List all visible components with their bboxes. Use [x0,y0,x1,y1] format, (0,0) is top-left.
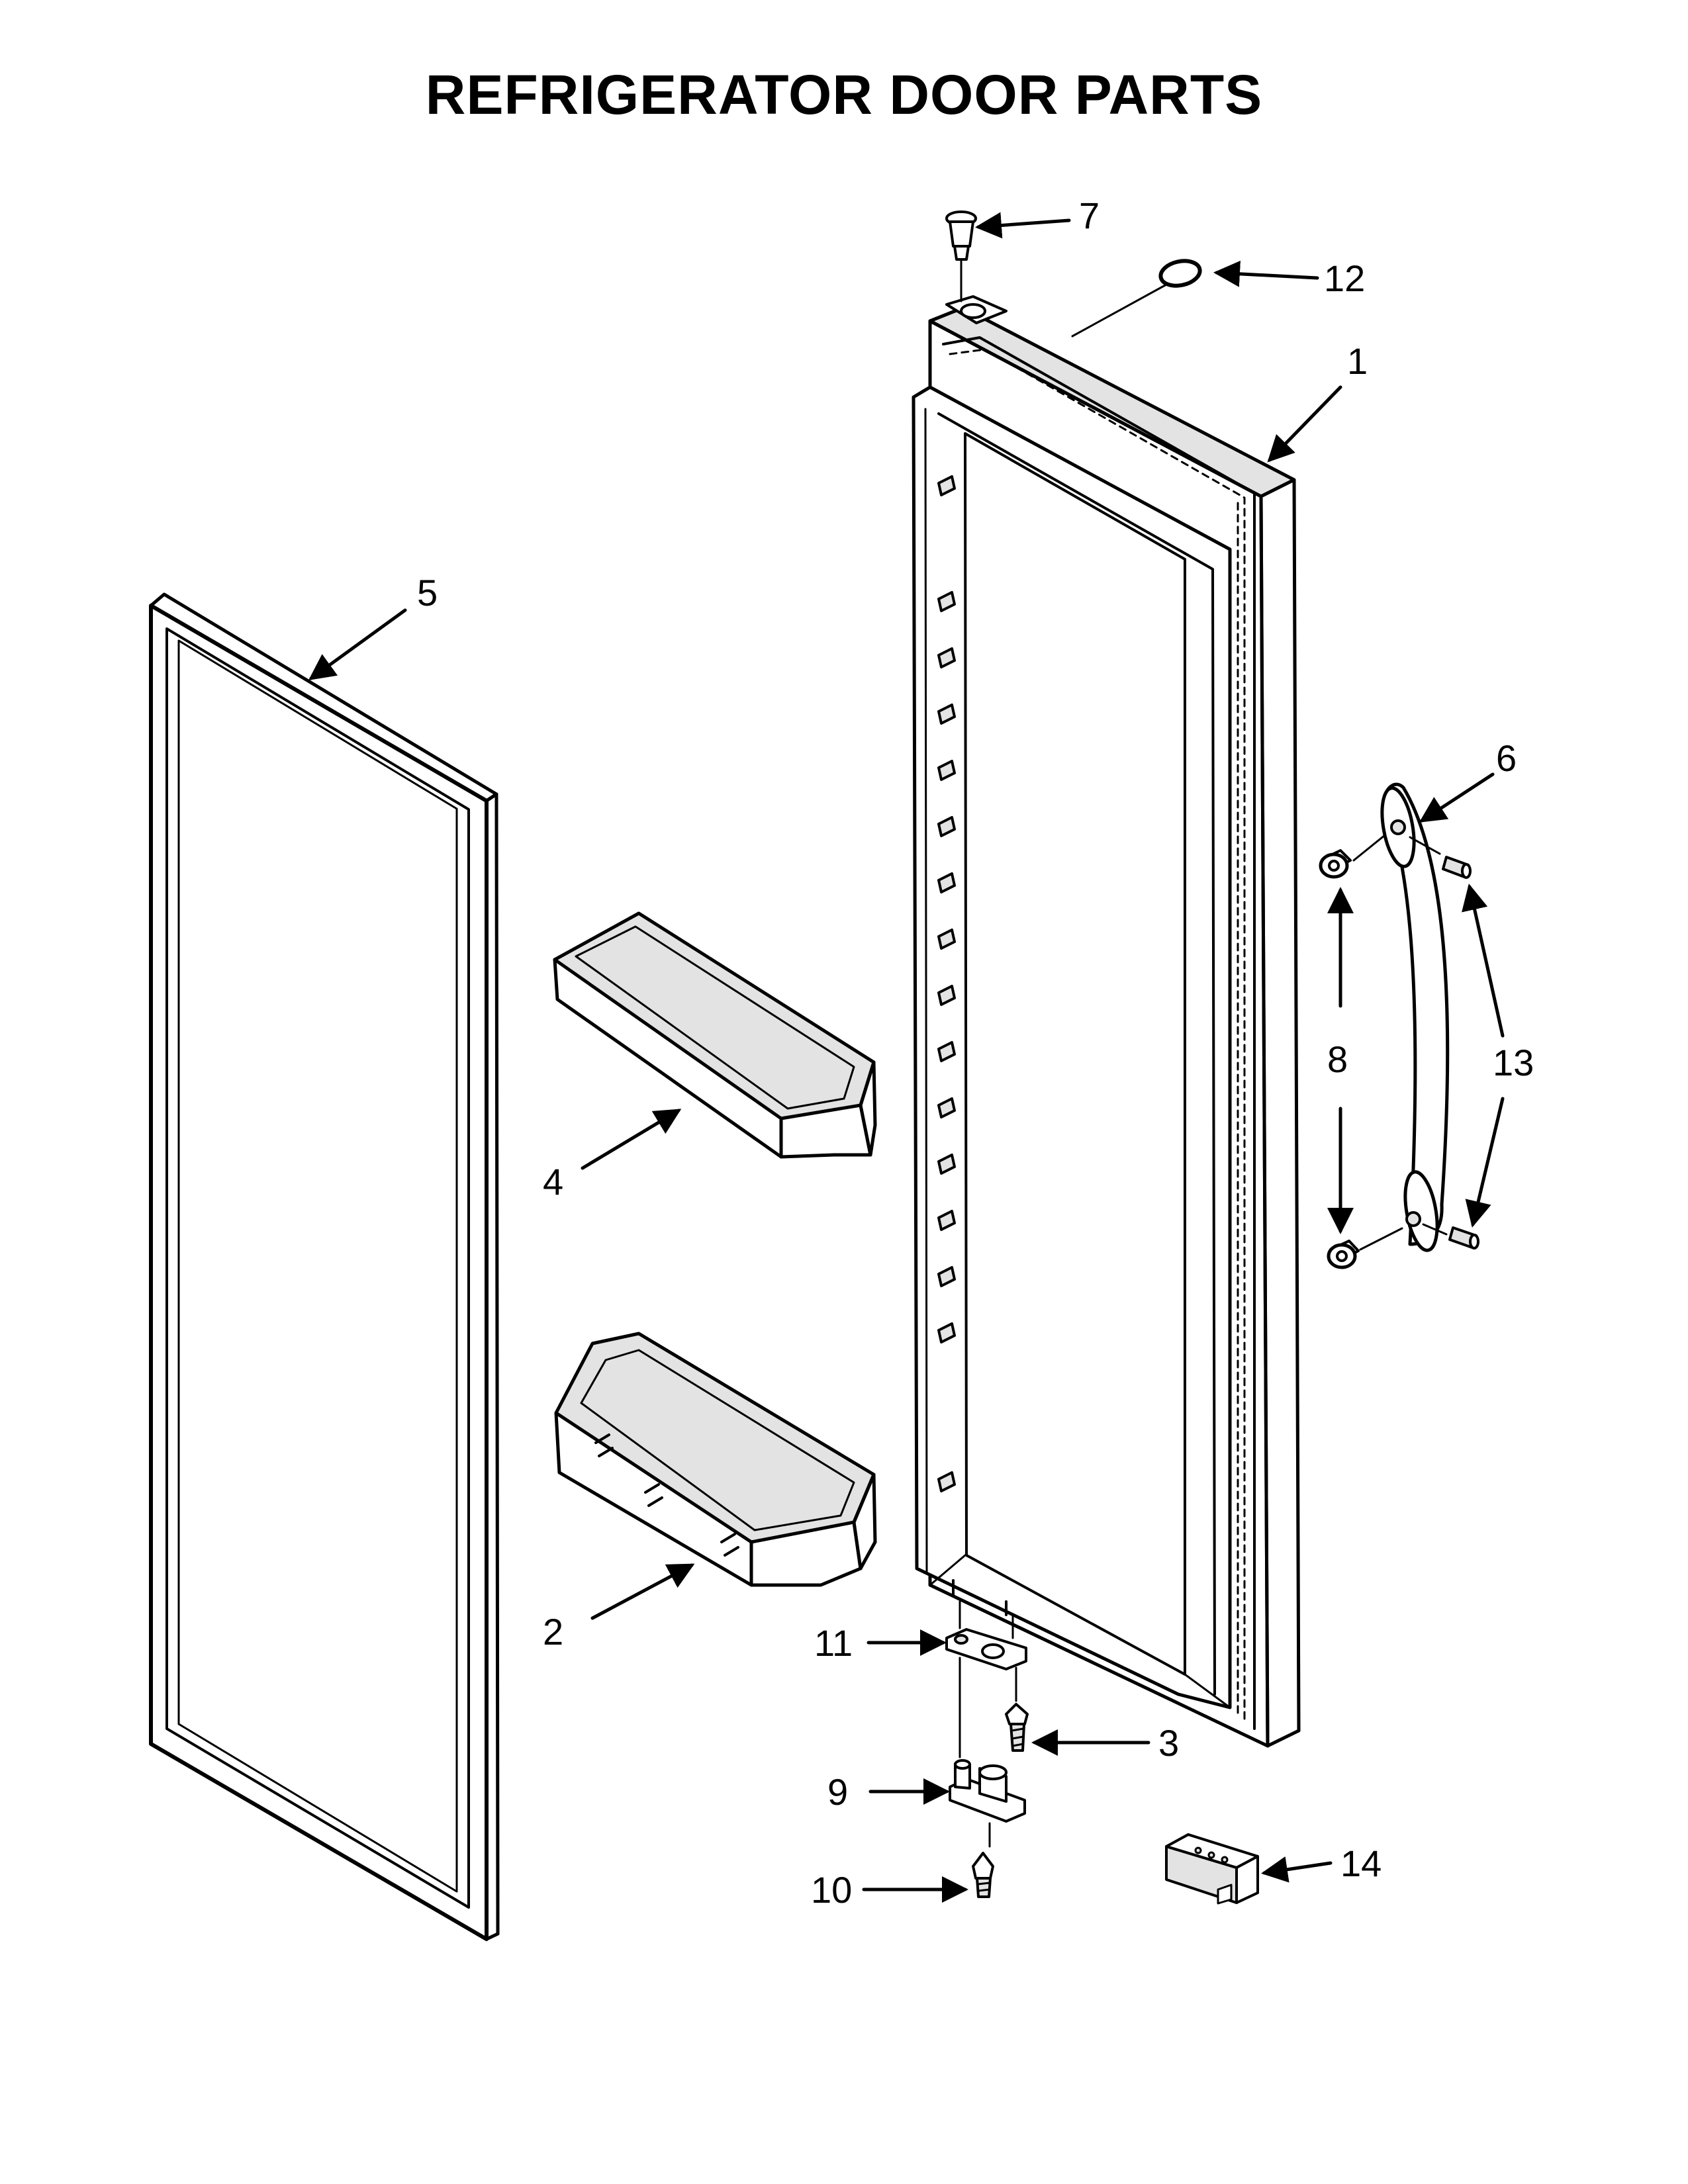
callout-12: 12 [1324,257,1365,299]
hinge-bushing [945,210,977,302]
shelf-support-tab [937,475,956,496]
bottom-screw [972,1852,994,1898]
upper-door-bin [553,911,877,1159]
callout-4: 4 [543,1161,563,1203]
leader-lines [308,212,1505,1903]
shelf-support-tab [937,1210,956,1231]
lower-door-bin [554,1332,877,1587]
shelf-support-tab [937,1266,956,1287]
callout-5: 5 [417,572,438,614]
callout-10: 10 [811,1869,852,1911]
bottom-hinge [949,1759,1026,1848]
shelf-support-tab [937,1041,956,1062]
shelf-support-tab [937,1471,956,1492]
callout-11: 11 [814,1622,853,1664]
shelf-support-tab [937,1322,956,1343]
callout-2: 2 [543,1611,563,1653]
callout-6: 6 [1496,737,1517,779]
callout-9: 9 [827,1771,848,1813]
hinge-shim [945,1600,1027,1758]
shelf-support-tab [937,1097,956,1118]
set-screws [1442,856,1479,1250]
shelf-support-tab [937,816,956,837]
shelf-supports [937,475,956,1492]
shelf-support-tab [937,985,956,1006]
callout-1: 1 [1347,340,1368,382]
shelf-support-tab [937,929,956,950]
shelf-support-tab [937,1154,956,1175]
o-ring [1071,259,1202,338]
shelf-support-tab [937,760,956,781]
hinge-screw [1005,1703,1029,1752]
door-assembly [912,295,1301,1748]
shelf-support-tab [937,591,956,612]
callout-8: 8 [1327,1038,1348,1080]
shelf-support-tab [937,872,956,893]
shelf-support-tab [937,704,956,725]
callout-7: 7 [1079,195,1100,236]
page-title: REFRIGERATOR DOOR PARTS [425,64,1263,126]
door-gasket [149,592,500,1941]
handle-mount-nuts [1319,849,1360,1269]
callout-14: 14 [1340,1843,1382,1884]
callout-numbers: 7 12 1 5 6 8 13 4 2 11 3 9 10 14 [417,195,1534,1911]
door-handle [1352,782,1450,1252]
callout-3: 3 [1158,1722,1179,1764]
shelf-support-tab [937,647,956,668]
callout-13: 13 [1493,1042,1534,1083]
hinge-cover [1165,1833,1259,1905]
